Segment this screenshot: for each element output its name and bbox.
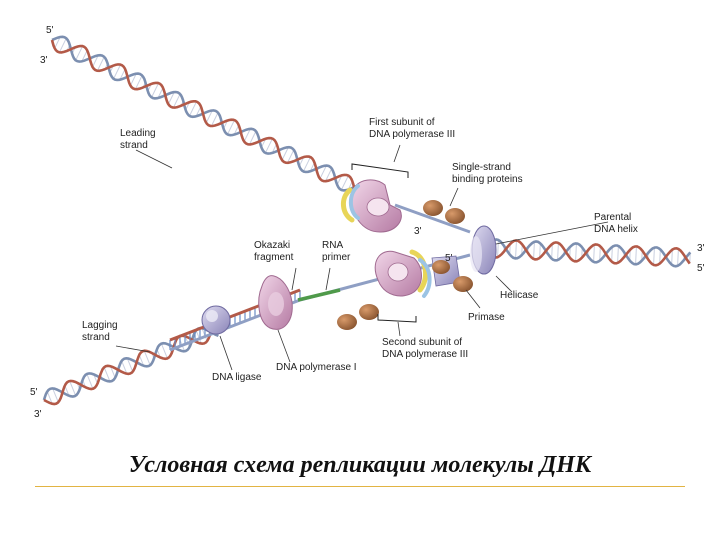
end-bottom-3prime: 3' — [34, 409, 42, 420]
label-lagging-strand: Lagging strand — [82, 320, 118, 343]
bracket-second-subunit — [377, 314, 417, 323]
dna-ligase — [201, 305, 231, 335]
figure-caption: Условная схема репликации молекулы ДНК — [128, 452, 592, 478]
label-ssb-proteins: Single-strand binding proteins — [452, 162, 523, 185]
caption-underline — [35, 486, 685, 487]
label-dna-polymerase-i: DNA polymerase I — [276, 362, 357, 373]
label-primase: Primase — [468, 312, 505, 323]
label-first-subunit: First subunit of DNA polymerase III — [369, 117, 456, 140]
end-top-3prime: 3' — [40, 55, 48, 66]
end-bottom-5prime: 5' — [30, 387, 38, 398]
single-strand-binding-proteins — [337, 200, 473, 330]
label-leading-strand: Leading strand — [120, 128, 156, 151]
end-center-5prime: 5' — [445, 253, 453, 264]
lagging-strand-helix — [42, 323, 219, 406]
dna-replication-diagram — [42, 35, 692, 406]
label-rna-primer: RNA primer — [322, 240, 351, 263]
dna-polymerase-i — [258, 275, 293, 330]
end-center-3prime: 3' — [414, 226, 422, 237]
rna-primer-strand — [297, 288, 341, 302]
label-second-subunit: Second subunit of DNA polymerase III — [382, 337, 469, 360]
end-right-3prime: 3' — [697, 243, 705, 254]
label-parental-helix: Parental DNA helix — [594, 212, 638, 235]
leading-template-strand — [394, 203, 471, 234]
bracket-first-subunit — [351, 163, 409, 178]
leading-strand-helix — [50, 35, 374, 201]
end-right-5prime: 5' — [697, 263, 705, 274]
parental-dna-helix — [484, 238, 692, 268]
dna-polymerase-iii-second-subunit — [374, 249, 432, 298]
end-top-5prime: 5' — [46, 25, 54, 36]
helicase-enzyme — [470, 225, 497, 275]
label-okazaki-fragment: Okazaki fragment — [254, 240, 294, 263]
dna-polymerase-iii-first-subunit — [341, 179, 402, 233]
label-helicase: Helicase — [500, 290, 539, 301]
leader-lines — [115, 144, 609, 371]
label-dna-ligase: DNA ligase — [212, 372, 262, 383]
